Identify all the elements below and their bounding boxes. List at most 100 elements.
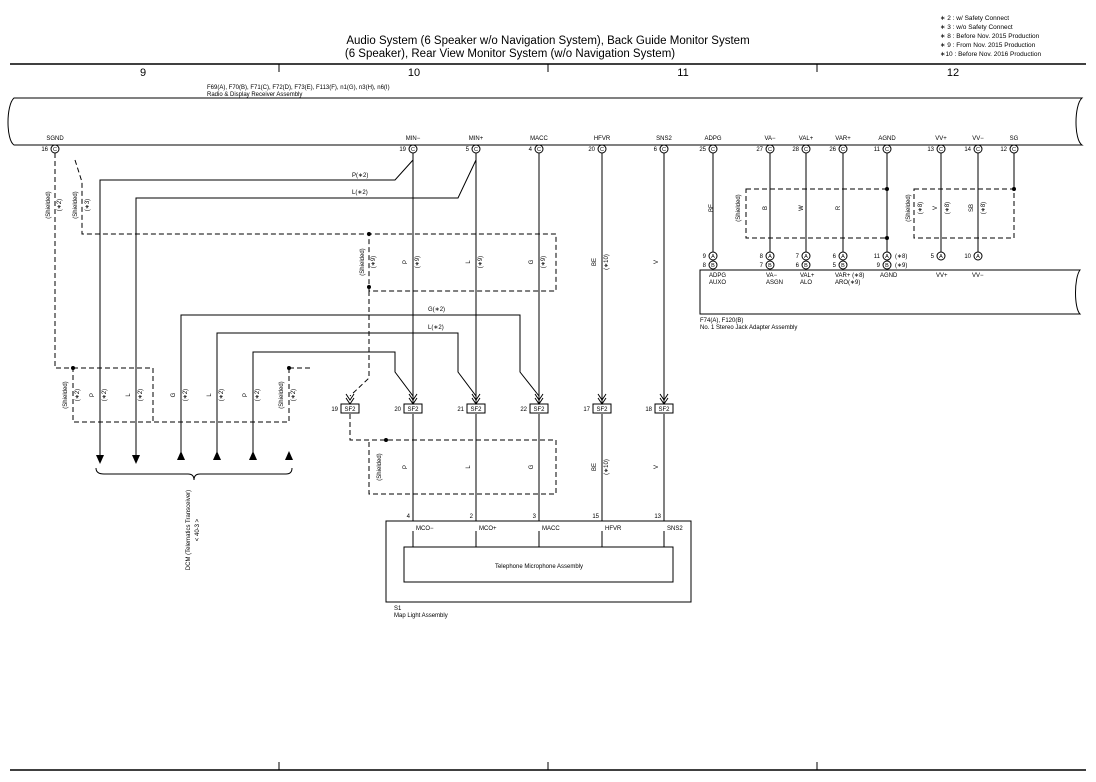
jack-label-top: ADPG	[709, 273, 726, 279]
note-ref: (∗2)	[219, 389, 225, 401]
receiver-pin-circle	[471, 144, 481, 154]
splice-arrow	[534, 393, 544, 405]
receiver-pin-circle-letter: C	[474, 147, 478, 153]
jack-label-bottom: ARO(∗9)	[835, 280, 860, 286]
note-ref: (∗9)	[478, 256, 484, 268]
receiver-pin-number: 28	[792, 147, 799, 153]
map-pin-number: 2	[470, 514, 474, 520]
wire-color: BE	[709, 204, 715, 212]
receiver-pin-number: 20	[588, 147, 595, 153]
column-11: 11	[677, 67, 688, 79]
jack-pin-b-number: 5	[833, 263, 837, 269]
receiver-pin-number: 26	[829, 147, 836, 153]
receiver-pin-circle	[973, 144, 983, 154]
receiver-pin-number: 5	[466, 147, 470, 153]
splice-arrow	[471, 393, 481, 405]
jack-pin-a-number: 8	[760, 254, 764, 260]
wire-color: G	[529, 464, 535, 469]
wire-color: V	[654, 465, 660, 469]
receiver-pin-circle	[838, 144, 848, 154]
dcm-name: DCM (Telematics Transceiver)	[186, 490, 192, 570]
wire-label-l2b: L(∗2)	[428, 325, 444, 331]
note-ref: (∗2)	[57, 199, 63, 211]
shield-label: (Shielded)	[377, 453, 383, 480]
splice-arrow	[597, 393, 607, 405]
jack-pin-b-circle-letter: B	[768, 263, 772, 269]
receiver-pin-circle-letter: C	[768, 147, 772, 153]
jack-pin-a-number: 5	[931, 254, 935, 260]
map-pin-number: 3	[533, 514, 537, 520]
receiver-pin-number: 16	[41, 147, 48, 153]
receiver-outline	[7, 97, 1084, 146]
receiver-pin-label: VV−	[972, 136, 984, 142]
note-ref: (∗2)	[291, 389, 297, 401]
note-ref: (∗2)	[102, 389, 108, 401]
receiver-pin-number: 27	[756, 147, 763, 153]
wire-color: P	[243, 393, 249, 397]
note-ref: (∗2)	[255, 389, 261, 401]
receiver-pin-label: ADPG	[704, 136, 721, 142]
receiver-pin-circle-letter: C	[841, 147, 845, 153]
svg-text:∗ 3 : w/o Safety Connect: ∗ 3 : w/o Safety Connect	[940, 24, 1013, 31]
wire-color: P	[403, 465, 409, 469]
jack-pin-b-circle	[765, 260, 775, 270]
receiver-pin-label: VV+	[935, 136, 947, 142]
wire-color: BE	[592, 463, 598, 471]
sf2-pin-number: 22	[520, 407, 527, 413]
wire-color: P	[90, 393, 96, 397]
note-ref: (∗9)	[371, 256, 377, 268]
jack-pin-a-circle	[765, 251, 775, 261]
wire-label-l2: L(∗2)	[352, 190, 368, 196]
note-ref: (∗2)	[183, 389, 189, 401]
jack-pin-a-number: 6	[833, 254, 837, 260]
jack-pin-b-number: 6	[796, 263, 800, 269]
splice-arrow	[408, 393, 418, 405]
wire-color: L	[466, 260, 472, 264]
receiver-pin-circle	[801, 144, 811, 154]
jack-pin-a-circle-letter: A	[841, 254, 845, 260]
note-ref: (∗8)	[918, 202, 924, 214]
note-ref: (∗3)	[85, 199, 91, 211]
wire-color: L	[207, 393, 213, 397]
jack-pin-b-circle-letter: B	[711, 263, 715, 269]
jack-pin-a-circle-letter: A	[804, 254, 808, 260]
receiver-pin-label: SG	[1010, 136, 1019, 142]
title-line1: Audio System (6 Speaker w/o Navigation S…	[346, 35, 749, 47]
receiver-pin-label: VAR+	[835, 136, 851, 142]
jack-label-top: VV+	[936, 273, 948, 279]
receiver-pin-label: SNS2	[656, 136, 672, 142]
wire-color: G	[529, 259, 535, 264]
receiver-pin-circle	[408, 144, 418, 154]
receiver-pin-label: MACC	[530, 136, 548, 142]
receiver-pin-circle	[659, 144, 669, 154]
map-pin-label: HFVR	[605, 526, 622, 532]
wire-color: W	[799, 205, 805, 211]
sf2-pin-number: 19	[331, 407, 338, 413]
jack-pin-b-circle-letter: B	[885, 263, 889, 269]
note-ref: (∗9)	[541, 256, 547, 268]
receiver-pin-label: SGND	[46, 136, 64, 142]
receiver-pin-circle-letter: C	[662, 147, 666, 153]
jack-label-top: VAL+	[800, 273, 815, 279]
map-pin-label: MCO+	[479, 526, 497, 532]
jack-pin-a-circle-letter: A	[939, 254, 943, 260]
jack-pin-b-circle	[801, 260, 811, 270]
jack-pin-a-circle	[882, 251, 892, 261]
wire-color: V	[933, 206, 939, 210]
receiver-pin-circle-letter: C	[411, 147, 415, 153]
receiver-pin-circle	[597, 144, 607, 154]
jack-pin-b-number: 8	[703, 263, 707, 269]
jack-connectors: F74(A), F120(B)	[700, 318, 743, 324]
jack-pin-a-circle-letter: A	[976, 254, 980, 260]
column-12: 12	[947, 67, 959, 79]
receiver-pin-number: 11	[874, 147, 881, 153]
receiver-pin-label: AGND	[878, 136, 896, 142]
jack-pin-a-circle	[973, 251, 983, 261]
receiver-pin-circle-letter: C	[600, 147, 604, 153]
jack-label-bottom: ALO	[800, 280, 812, 286]
jack-suffix-b: (∗9)	[895, 263, 907, 269]
receiver-pin-circle	[882, 144, 892, 154]
shield-label: (Shielded)	[360, 248, 366, 275]
shield-label: (Shielded)	[63, 381, 69, 408]
